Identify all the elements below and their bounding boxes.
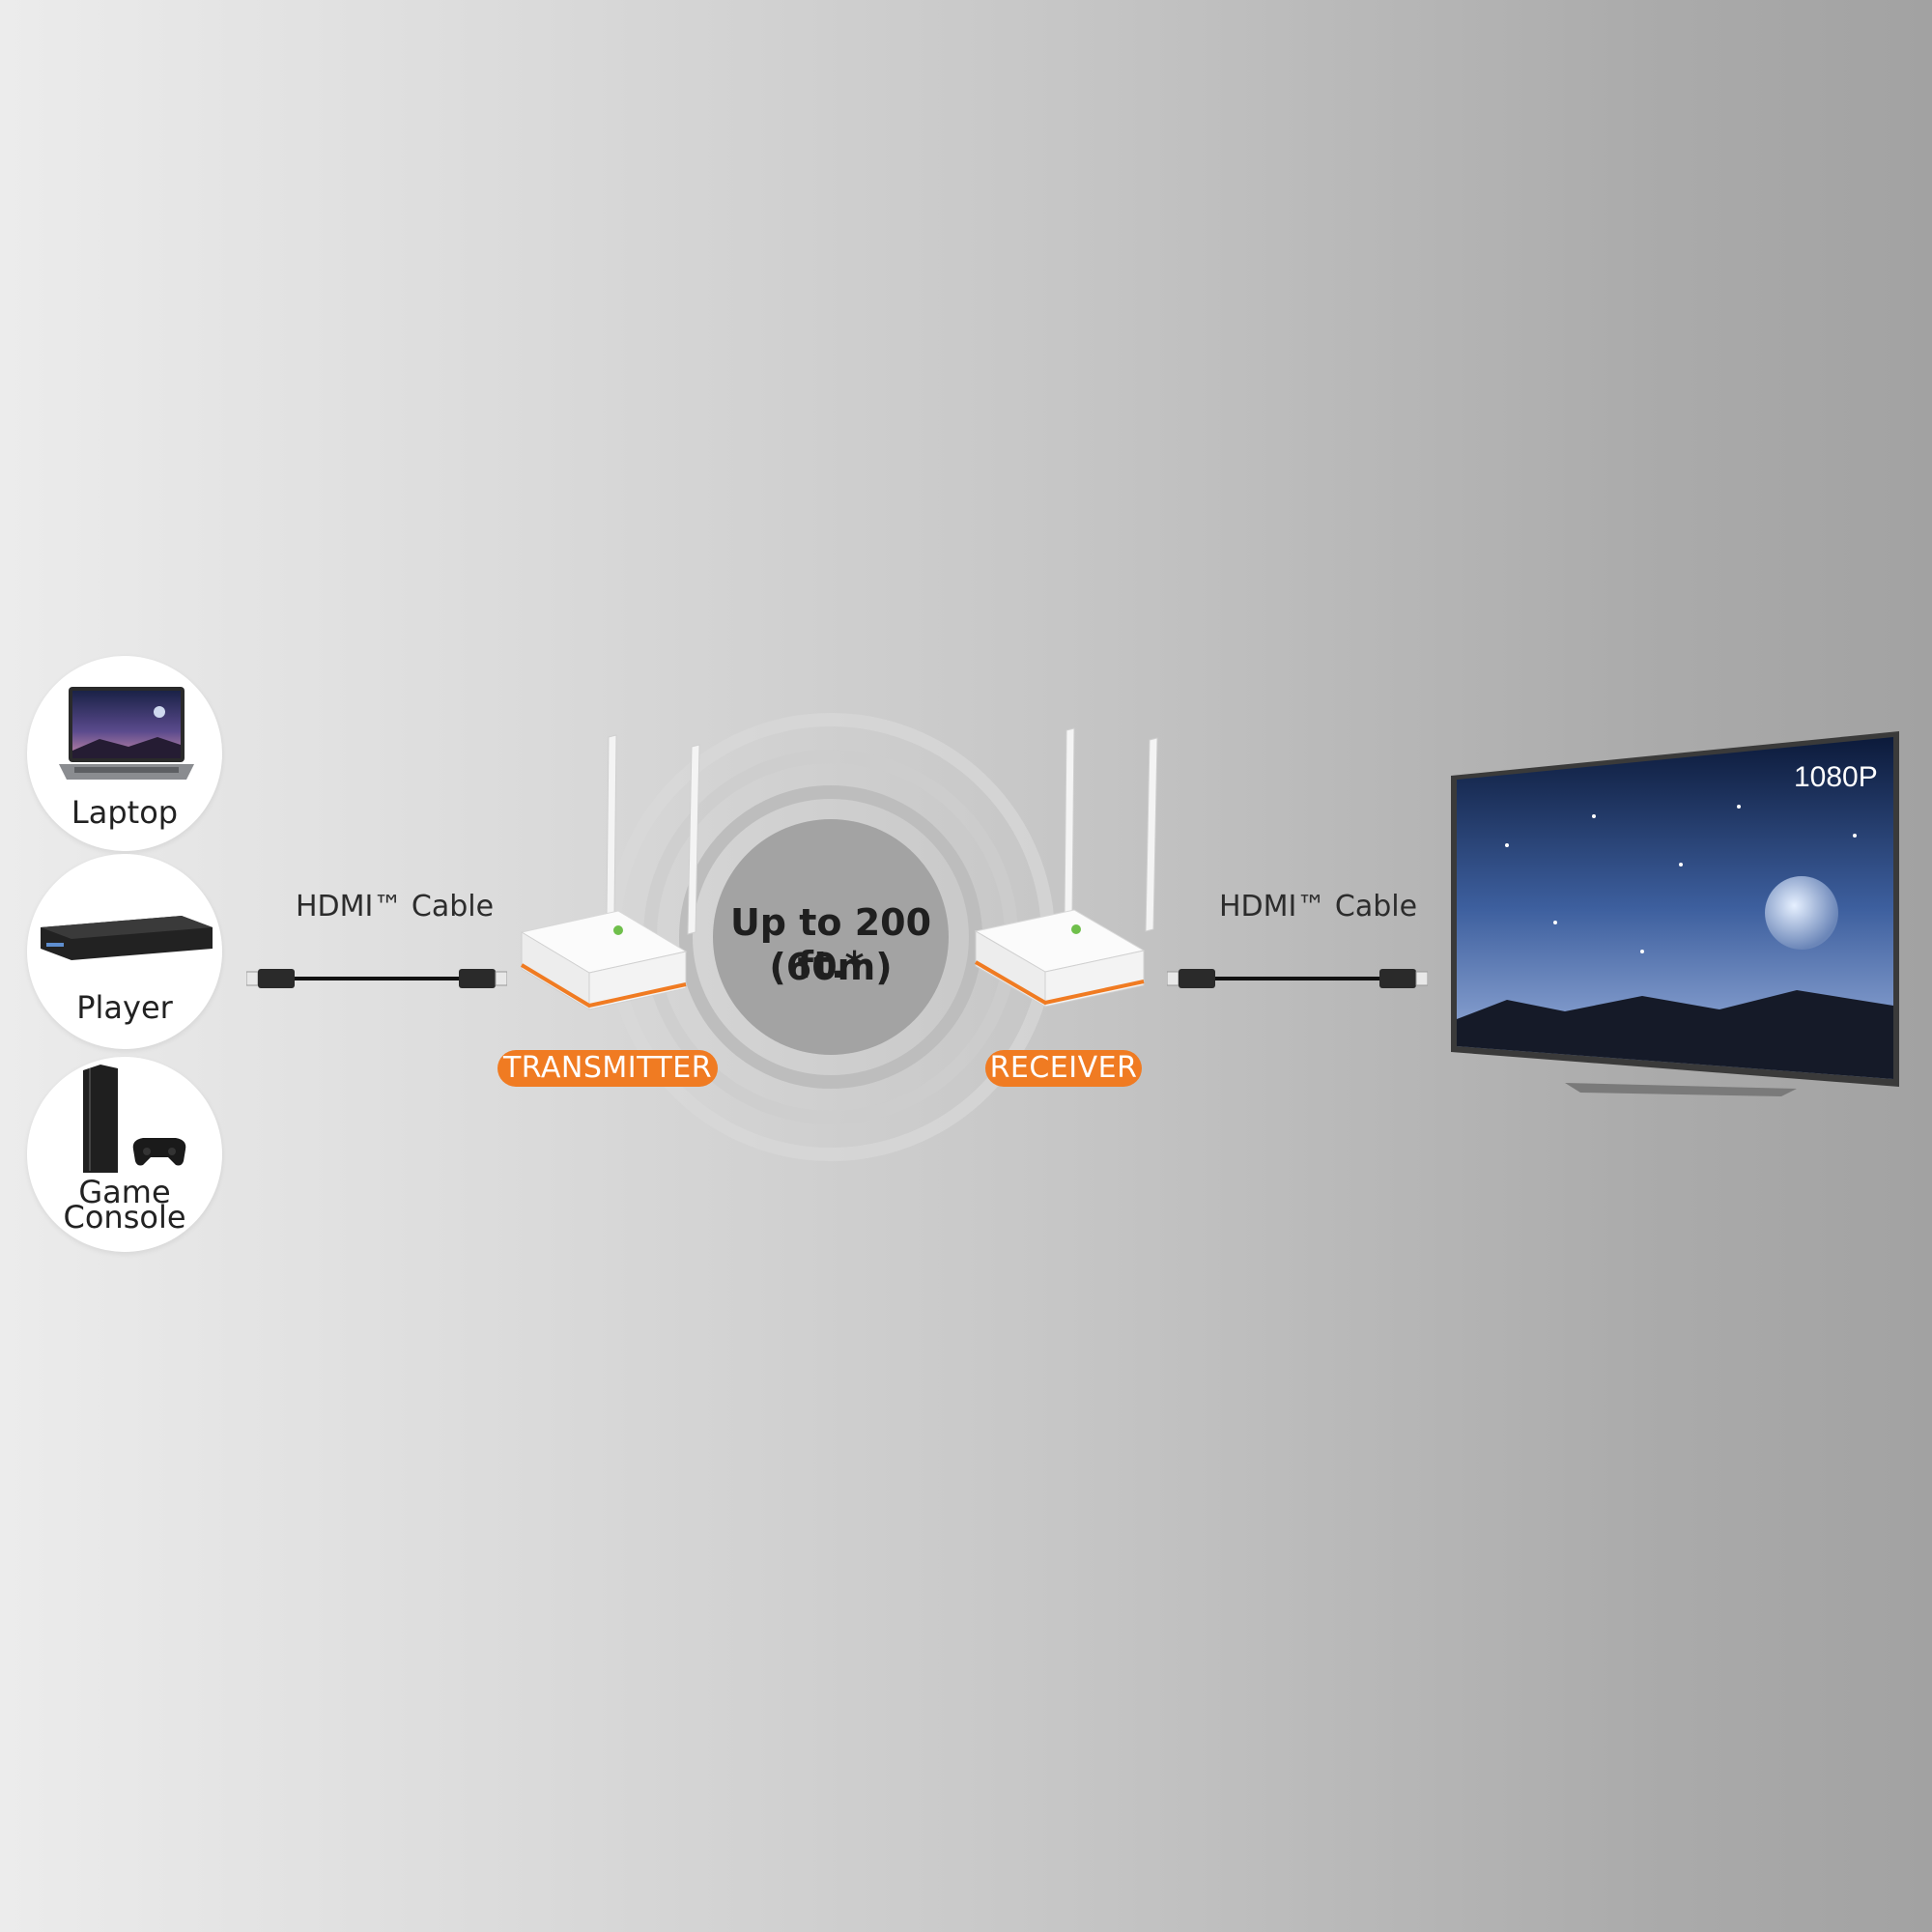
signal-range-rings	[607, 713, 1055, 1161]
left-cable-label: HDMI™ Cable	[296, 890, 495, 923]
game-console-source: Game Console	[27, 1057, 222, 1252]
range-distance-m: (60m)	[769, 946, 893, 988]
range-distance-ft: Up to 200 ft.*	[729, 901, 932, 986]
tv-display: 1080P	[1449, 729, 1903, 1096]
player-label: Player	[76, 989, 173, 1026]
left-hdmi-cable-icon	[246, 969, 507, 988]
laptop-source: Laptop	[27, 656, 222, 851]
tv-resolution-label: 1080P	[1794, 761, 1878, 793]
tv-icon	[1451, 731, 1899, 1096]
right-hdmi-cable-icon	[1167, 969, 1428, 988]
transmitter-device-icon	[520, 734, 700, 1010]
laptop-icon	[59, 687, 194, 780]
transmitter-badge: TRANSMITTER	[497, 1050, 718, 1087]
range-callout: Up to 200 ft.* (60m)	[696, 901, 966, 988]
player-source: Player	[27, 854, 222, 1049]
laptop-label: Laptop	[71, 794, 179, 831]
game-console-label-line1: Game	[78, 1174, 171, 1210]
game-console-label-line2: Console	[63, 1199, 186, 1236]
blu-ray-player-icon	[41, 916, 213, 960]
game-console-icon	[83, 1065, 186, 1173]
receiver-badge: RECEIVER	[985, 1050, 1142, 1087]
right-cable-label: HDMI™ Cable	[1219, 890, 1418, 923]
receiver-device-icon	[974, 727, 1158, 1008]
